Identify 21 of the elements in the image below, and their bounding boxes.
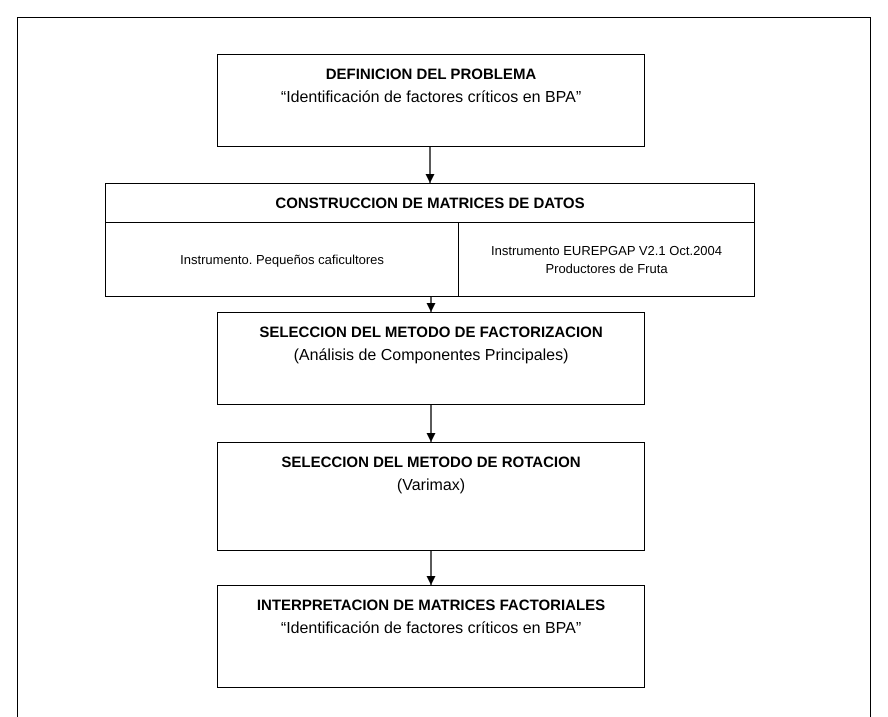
header-box: [105, 183, 755, 297]
box-subtitle: (Análisis de Componentes Principales): [292, 346, 570, 366]
box-heading: DEFINICION DEL PROBLEMA: [324, 65, 538, 85]
box-subtitle: “Identificación de factores críticos en BPA”: [280, 619, 582, 639]
box-heading: CONSTRUCCION DE MATRICES DE DATOS: [274, 194, 586, 214]
process-box: [217, 312, 645, 405]
arrow: [426, 551, 436, 585]
cell-text: Instrumento EUREPGAP V2.1 Oct.2004 Productores de Fruta: [490, 242, 723, 278]
arrow: [425, 147, 435, 183]
table-cell: [458, 222, 754, 296]
arrow: [426, 297, 436, 312]
process-box: [217, 54, 645, 147]
arrow: [426, 405, 436, 442]
box-subtitle: (Varimax): [396, 476, 466, 496]
box-heading: SELECCION DEL METODO DE FACTORIZACION: [258, 323, 604, 343]
box-heading: SELECCION DEL METODO DE ROTACION: [280, 453, 582, 473]
box-heading: INTERPRETACION DE MATRICES FACTORIALES: [256, 596, 606, 616]
process-box: [217, 442, 645, 551]
box-subtitle: “Identificación de factores críticos en BPA”: [280, 88, 582, 108]
cell-text: Instrumento. Pequeños caficultores: [179, 250, 385, 268]
process-box: [217, 585, 645, 688]
